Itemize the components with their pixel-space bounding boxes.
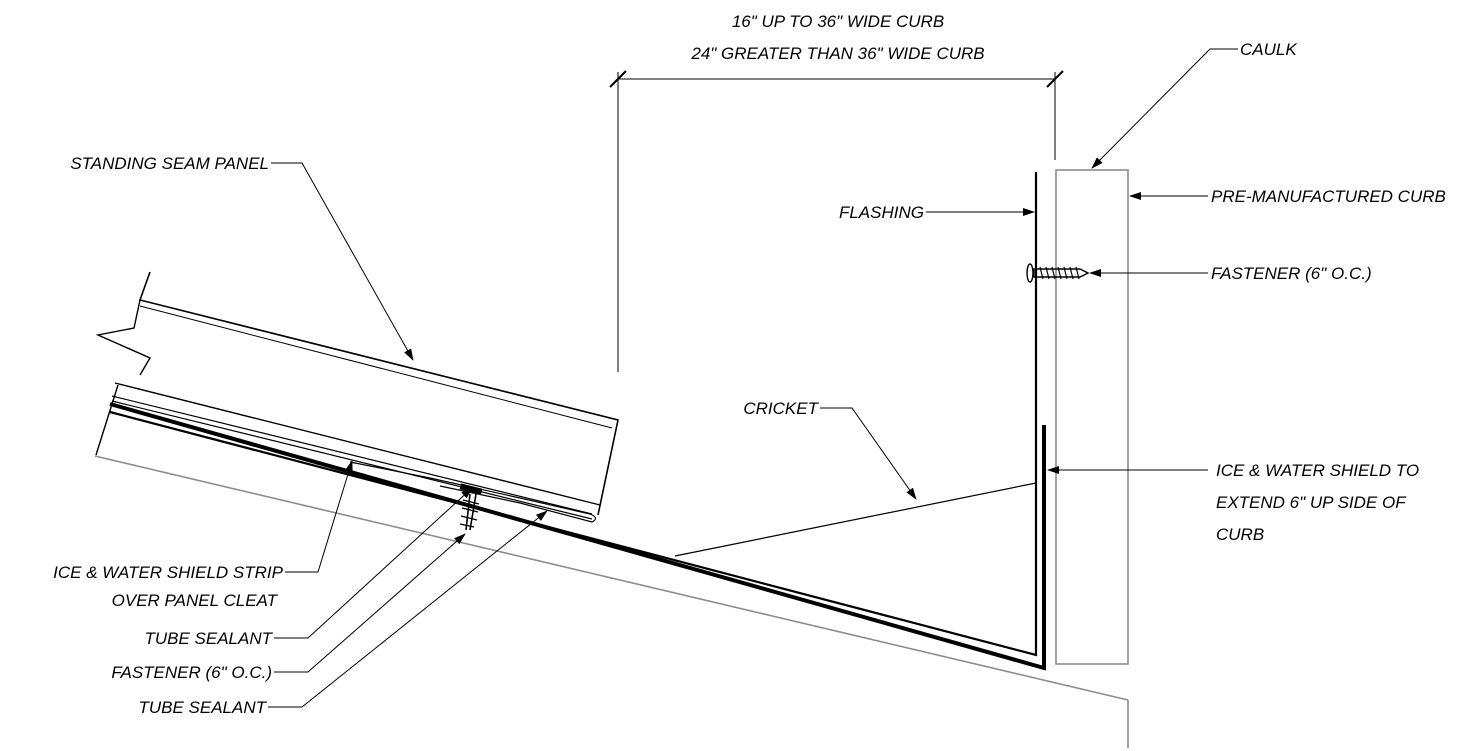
dimension-label-line1: 16" UP TO 36" WIDE CURB — [732, 12, 944, 31]
ice-water-shield-curb-label-line2: EXTEND 6" UP SIDE OF — [1216, 493, 1407, 512]
standing-seam-panel-label: STANDING SEAM PANEL — [70, 154, 269, 173]
pre-manufactured-curb-label: PRE-MANUFACTURED CURB — [1211, 187, 1446, 206]
ice-water-shield-membrane — [109, 172, 1046, 671]
leader-lines — [268, 48, 1238, 708]
flashing-label: FLASHING — [839, 203, 924, 222]
fastener-panel-label: FASTENER (6" O.C.) — [111, 663, 272, 682]
tube-sealant-label-1: TUBE SEALANT — [144, 629, 273, 648]
ice-water-shield-strip-label-line1: ICE & WATER SHIELD STRIP — [53, 563, 284, 582]
pre-manufactured-curb — [1055, 169, 1129, 665]
curb-width-dimension — [609, 70, 1064, 372]
ice-water-shield-curb-label-line3: CURB — [1216, 525, 1264, 544]
cricket-label: CRICKET — [743, 399, 819, 418]
fastener-curb-label: FASTENER (6" O.C.) — [1211, 264, 1372, 283]
tube-sealant-label-2: TUBE SEALANT — [138, 698, 267, 717]
caulk-label: CAULK — [1240, 40, 1297, 59]
dimension-label-line2: 24" GREATER THAN 36" WIDE CURB — [690, 44, 984, 63]
cricket — [674, 482, 1037, 557]
standing-seam-panel — [95, 271, 619, 523]
ice-water-shield-curb-label-line1: ICE & WATER SHIELD TO — [1216, 461, 1419, 480]
roof-deck — [94, 455, 1129, 748]
ice-water-shield-strip-label-line2: OVER PANEL CLEAT — [112, 591, 279, 610]
curb-fastener-icon — [1026, 263, 1090, 283]
